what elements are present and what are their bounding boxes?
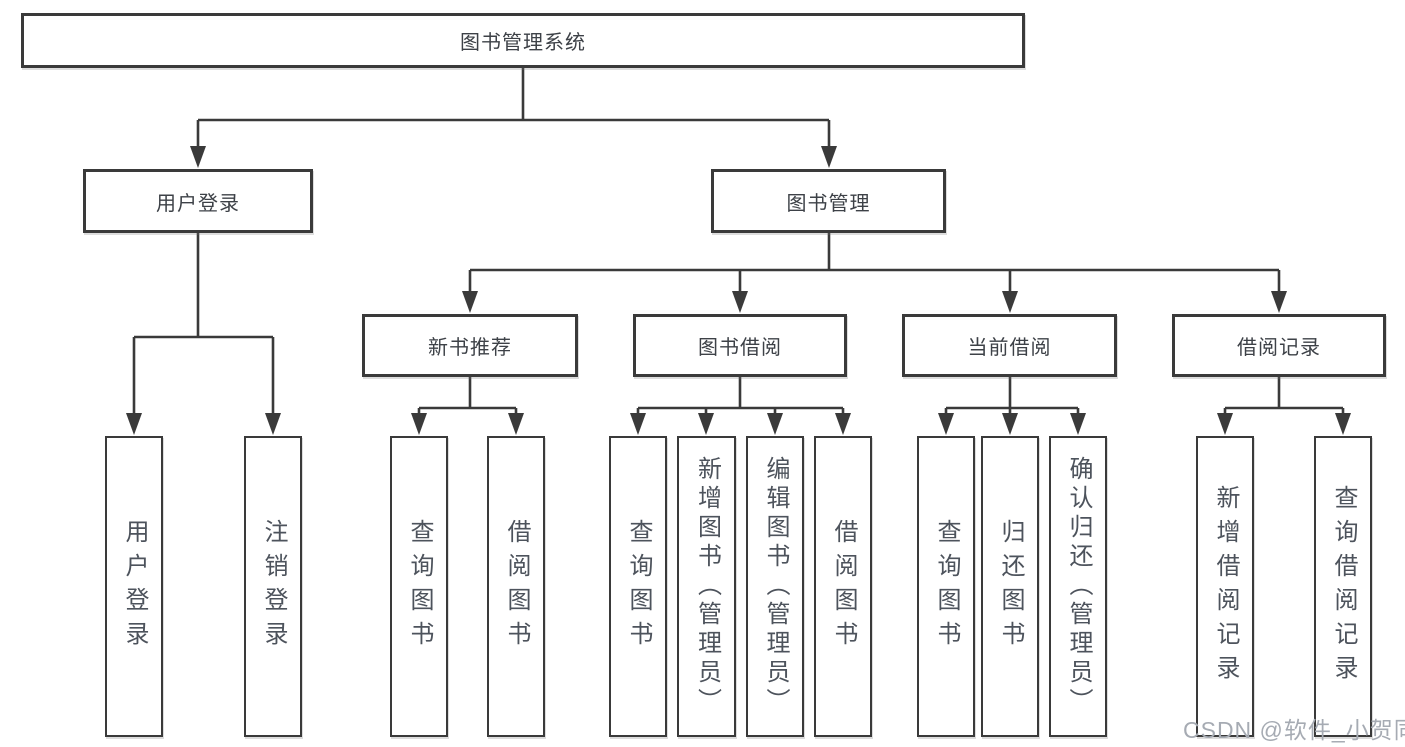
node-book-borrowing: 图书借阅 [633, 314, 847, 377]
connector-borrowing-children [636, 377, 845, 418]
leaf-query-borrow-record: 查询借阅记录 [1314, 436, 1372, 737]
leaf-edit-book-admin: 编辑图书（管理员） [746, 436, 804, 737]
leaf-logout: 注销登录 [244, 436, 302, 737]
node-current-borrowing: 当前借阅 [902, 314, 1117, 377]
node-borrowing-records: 借阅记录 [1172, 314, 1386, 377]
connector-root-to-level2 [196, 68, 831, 150]
node-root-system: 图书管理系统 [21, 13, 1025, 68]
leaf-confirm-return-admin: 确认归还（管理员） [1049, 436, 1107, 737]
node-book-management: 图书管理 [711, 169, 946, 233]
connector-recommend-children [417, 377, 518, 418]
connector-book-mgmt-children [468, 233, 1281, 295]
leaf-query-books-current: 查询图书 [917, 436, 975, 737]
leaf-add-borrow-record: 新增借阅记录 [1196, 436, 1254, 737]
csdn-watermark: CSDN @软件_小贺同学 [1183, 717, 1405, 743]
connector-user-login-children [132, 233, 275, 418]
leaf-add-book-admin: 新增图书（管理员） [677, 436, 736, 737]
leaf-user-login: 用户登录 [105, 436, 163, 737]
leaf-query-books-borrowing: 查询图书 [609, 436, 667, 737]
node-user-login: 用户登录 [83, 169, 313, 233]
leaf-borrow-books-recommend: 借阅图书 [487, 436, 545, 737]
connector-current-children [944, 377, 1080, 418]
leaf-query-books-recommend: 查询图书 [390, 436, 448, 737]
leaf-return-book: 归还图书 [981, 436, 1039, 737]
connector-records-children [1223, 377, 1345, 418]
leaf-borrow-books-borrowing: 借阅图书 [814, 436, 872, 737]
node-new-book-recommend: 新书推荐 [362, 314, 578, 377]
